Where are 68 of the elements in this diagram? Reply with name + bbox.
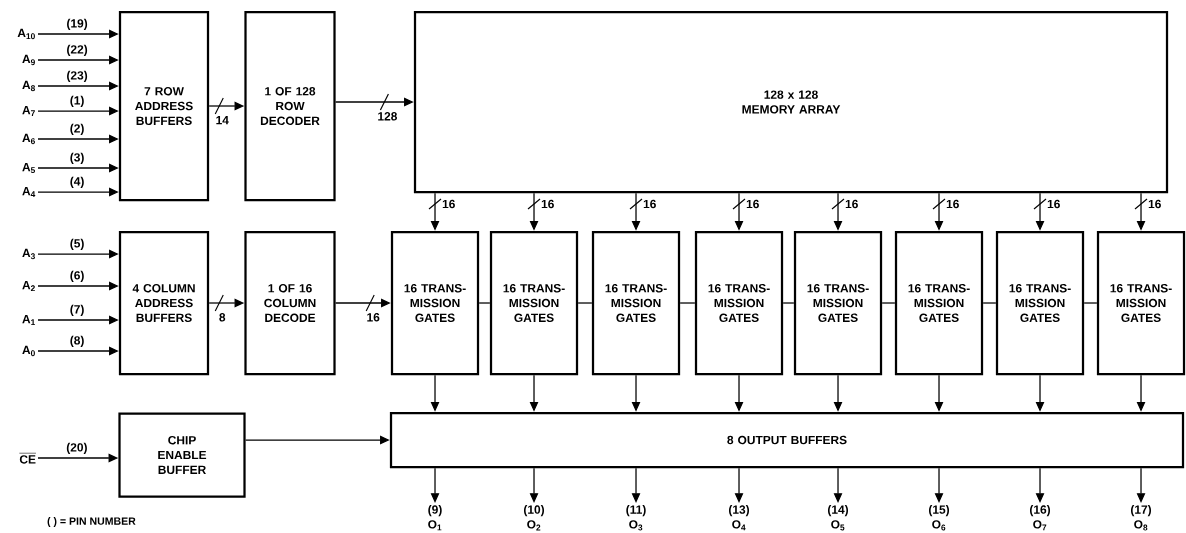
signal-label: A$_{5}$	[22, 162, 35, 174]
block-box: 16 TRANS- MISSION GATES	[489, 230, 579, 376]
block-box: 16 TRANS- MISSION GATES	[694, 230, 784, 376]
pin-number: (6)	[70, 270, 84, 282]
bus-width-label: 16	[946, 199, 959, 209]
block-box: 16 TRANS- MISSION GATES	[390, 230, 480, 376]
bus-width-label: 16	[367, 313, 380, 322]
block-box: 1 OF 128 ROW DECODER	[244, 10, 336, 202]
output-label: (16) O$_{7}$	[1030, 505, 1051, 531]
bus-width-label: 16	[643, 199, 656, 209]
block-box: 4 COLUMN ADDRESS BUFFERS	[118, 230, 210, 376]
signal-label: A$_{8}$	[22, 80, 35, 92]
signal-label: A$_{1}$	[22, 314, 35, 326]
note: ( ) = PIN NUMBER	[47, 517, 136, 527]
block-box: 7 ROW ADDRESS BUFFERS	[118, 10, 210, 202]
pin-number: (23)	[67, 70, 88, 82]
bus-width-label: 16	[1047, 199, 1060, 209]
output-label: (14) O$_{5}$	[828, 505, 849, 531]
pin-number: (19)	[67, 18, 88, 30]
arrow	[631, 467, 641, 503]
arrow	[529, 467, 539, 503]
block-box: 16 TRANS- MISSION GATES	[793, 230, 883, 376]
pin-number: (22)	[67, 44, 88, 56]
output-label: (10) O$_{2}$	[524, 505, 544, 531]
signal-label: CE	[19, 452, 37, 464]
output-label: (11) O$_{3}$	[626, 505, 646, 531]
pin-number: (3)	[70, 152, 84, 164]
signal-label: A$_{3}$	[22, 248, 35, 260]
bus-width-label: 16	[845, 199, 858, 209]
pin-number: (7)	[70, 304, 84, 316]
block-box: 8 OUTPUT BUFFERS	[389, 411, 1185, 469]
block-box: 128 x 128 MEMORY ARRAY	[413, 10, 1169, 194]
signal-label: A$_{7}$	[22, 105, 35, 117]
pin-number: (8)	[70, 335, 84, 347]
signal-label: A$_{2}$	[22, 280, 35, 292]
bus-width-label: 16	[541, 199, 554, 209]
arrow	[1035, 467, 1045, 503]
pin-number: (5)	[70, 238, 84, 250]
signal-label: A$_{9}$	[22, 54, 35, 66]
block-box: 1 OF 16 COLUMN DECODE	[244, 230, 336, 376]
arrow	[734, 467, 744, 503]
block-box: 16 TRANS- MISSION GATES	[591, 230, 681, 376]
arrow	[934, 467, 944, 503]
output-label: (13) O$_{4}$	[729, 505, 750, 531]
pin-number: (1)	[70, 95, 84, 107]
arrow	[1136, 467, 1146, 503]
pin-number: (20)	[66, 442, 87, 454]
bus-width-label: 14	[216, 116, 229, 125]
signal-label: A$_{6}$	[22, 133, 35, 145]
output-label: (9) O$_{1}$	[428, 505, 442, 531]
block-box: 16 TRANS- MISSION GATES	[1096, 230, 1186, 376]
pin-number: (4)	[70, 176, 84, 188]
block-box: CHIP ENABLE BUFFER	[118, 412, 246, 498]
block-box: 16 TRANS- MISSION GATES	[894, 230, 984, 376]
signal-label: A$_{0}$	[22, 345, 35, 357]
bus-width-label: 128	[378, 112, 397, 121]
pin-number: (2)	[70, 123, 84, 135]
output-label: (15) O$_{6}$	[929, 505, 950, 531]
bus-width-label: 8	[219, 313, 226, 322]
block-box: 16 TRANS- MISSION GATES	[995, 230, 1085, 376]
bus-width-label: 16	[1148, 199, 1161, 209]
signal-label: A$_{10}$	[17, 28, 35, 40]
output-label: (17) O$_{8}$	[1131, 505, 1152, 531]
signal-label: A$_{4}$	[22, 186, 36, 198]
arrow	[833, 467, 843, 503]
bus-width-label: 16	[746, 199, 759, 209]
bus-width-label: 16	[442, 199, 455, 209]
arrow	[430, 467, 440, 503]
